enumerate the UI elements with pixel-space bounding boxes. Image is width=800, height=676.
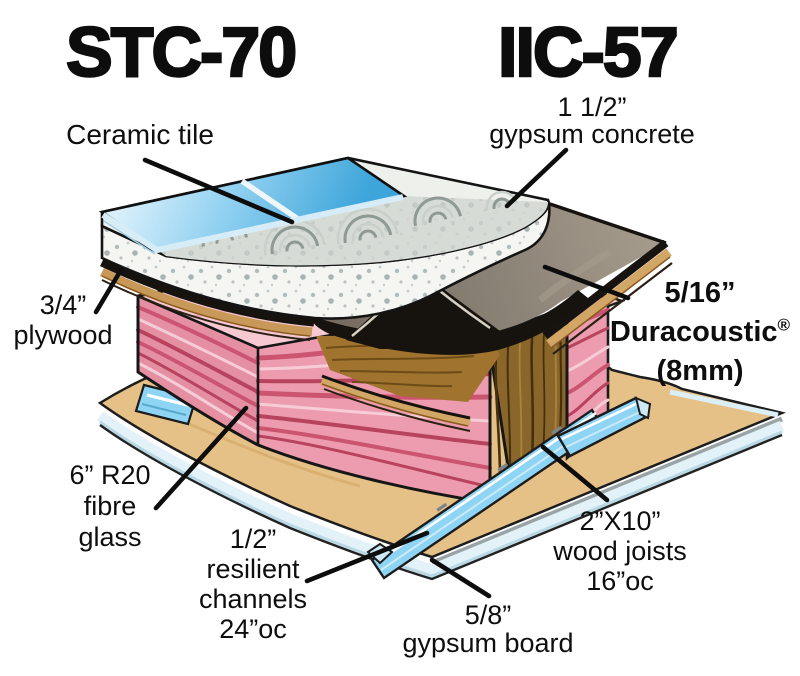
callout-line: 16”oc: [586, 566, 654, 596]
callout-line: Ceramic tile: [66, 119, 214, 150]
duracoustic-membrane: [311, 202, 673, 355]
callout-gypsum-board: 5/8” gypsum board: [402, 601, 573, 657]
leader-fibre-glass: [153, 405, 249, 511]
callout-fibre-glass: 6” R20 fibre glass: [69, 460, 150, 553]
leader-wood-joists: [540, 444, 610, 503]
leader-gypsum-board: [429, 557, 492, 599]
leader-lines: [93, 147, 631, 599]
registered-mark: ®: [777, 315, 791, 335]
callout-line: (8mm): [656, 355, 744, 387]
iic-rating: IIC-57: [497, 13, 680, 91]
leader-duracoustic: [542, 264, 631, 301]
stc-rating: STC-70: [65, 13, 299, 91]
leader-plywood: [93, 267, 124, 315]
leader-ceramic-tile: [142, 157, 295, 225]
callout-line: gypsum board: [402, 628, 574, 658]
callout-plywood: 3/4” plywood: [13, 290, 112, 350]
callout-line: fibre: [83, 491, 137, 521]
callout-duracoustic: 5/16” Duracoustic® (8mm): [610, 274, 790, 391]
tile-edge-band: [101, 194, 404, 254]
callout-line: glass: [78, 522, 142, 552]
callout-line: plywood: [13, 320, 113, 350]
callout-line: 3/4”: [39, 290, 87, 320]
callout-line: Duracoustic®: [609, 315, 791, 348]
callout-wood-joists: 2”X10” wood joists 16”oc: [553, 506, 687, 596]
leader-gypsum-concrete: [504, 147, 569, 209]
callout-line: gypsum concrete: [489, 119, 695, 149]
resilient-channel-back: [556, 396, 652, 458]
callout-resilient-channels: 1/2” resilient channels 24”oc: [199, 524, 307, 644]
membrane-top-surface: [315, 204, 666, 338]
callout-line: 2”X10”: [579, 506, 661, 536]
tile-grout-line: [240, 178, 300, 222]
callout-line: resilient: [206, 554, 300, 584]
callout-line: 1 1/2”: [557, 92, 627, 122]
callout-line: channels: [198, 584, 308, 614]
callout-line: 5/16”: [664, 277, 736, 309]
callout-line: 6” R20: [69, 460, 151, 490]
callout-line: 24”oc: [219, 614, 287, 644]
callout-line: 1/2”: [229, 524, 277, 554]
callout-gypsum-concrete: 1 1/2” gypsum concrete: [489, 94, 695, 148]
callout-line: wood joists: [553, 536, 687, 566]
callout-line: 5/8”: [464, 600, 512, 630]
leader-resilient-channels: [304, 530, 430, 584]
callout-ceramic-tile: Ceramic tile: [66, 120, 214, 150]
